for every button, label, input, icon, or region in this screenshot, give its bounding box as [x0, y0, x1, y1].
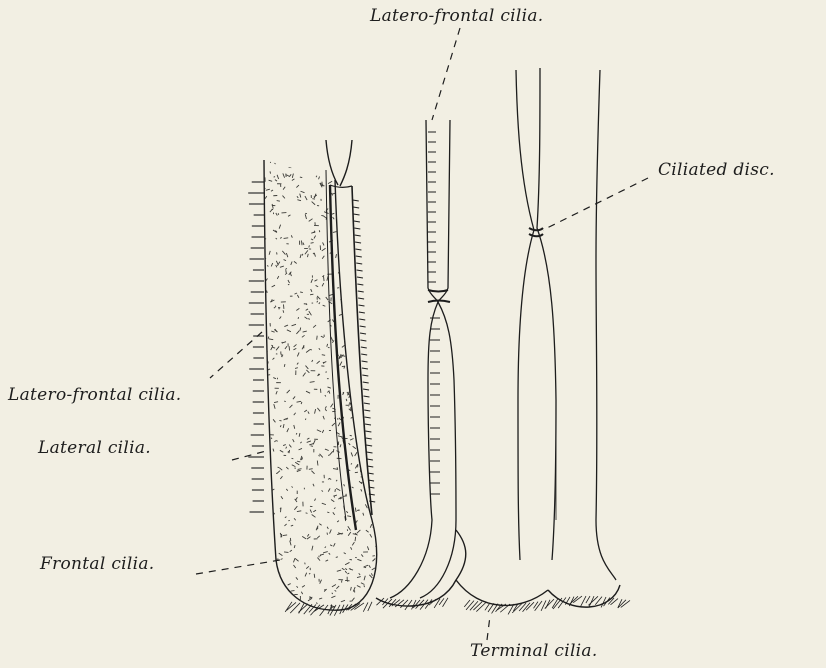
label-latero-frontal-cilia-left: Latero-frontal cilia.: [8, 385, 182, 405]
filament-b-bulb: [376, 530, 466, 606]
label-latero-frontal-cilia-top: Latero-frontal cilia.: [370, 6, 544, 26]
label-lateral-cilia: Lateral cilia.: [38, 438, 151, 458]
filament-a-tip: [326, 140, 352, 186]
leader-ciliated-disc: [543, 178, 648, 230]
frontal-cilia-stipple: [259, 160, 384, 616]
filament-a: [248, 140, 384, 616]
filament-b-right-edge: [420, 120, 456, 598]
filament-a-outline: [264, 160, 377, 610]
filament-b: [376, 120, 466, 610]
filament-c: [456, 68, 630, 614]
leader-latero-frontal-left: [210, 332, 262, 378]
lateral-cilia-right: [353, 200, 375, 502]
leader-lateral: [232, 450, 270, 460]
ciliated-disc: [529, 228, 543, 236]
label-ciliated-disc: Ciliated disc.: [658, 160, 775, 180]
leader-lines: [196, 28, 648, 640]
terminal-cilia-c: [464, 596, 630, 614]
leader-latero-frontal-top: [432, 28, 460, 120]
filament-a-inner-band: [330, 185, 356, 530]
filament-c-right-edge: [596, 70, 616, 580]
filament-c-left-edge: [516, 70, 534, 560]
leader-terminal: [487, 616, 490, 640]
lateral-cilia-left: [248, 182, 264, 512]
terminal-cilia-a: [285, 602, 372, 616]
label-terminal-cilia: Terminal cilia.: [470, 641, 598, 661]
label-frontal-cilia: Frontal cilia.: [40, 554, 154, 574]
leader-frontal: [196, 560, 280, 574]
